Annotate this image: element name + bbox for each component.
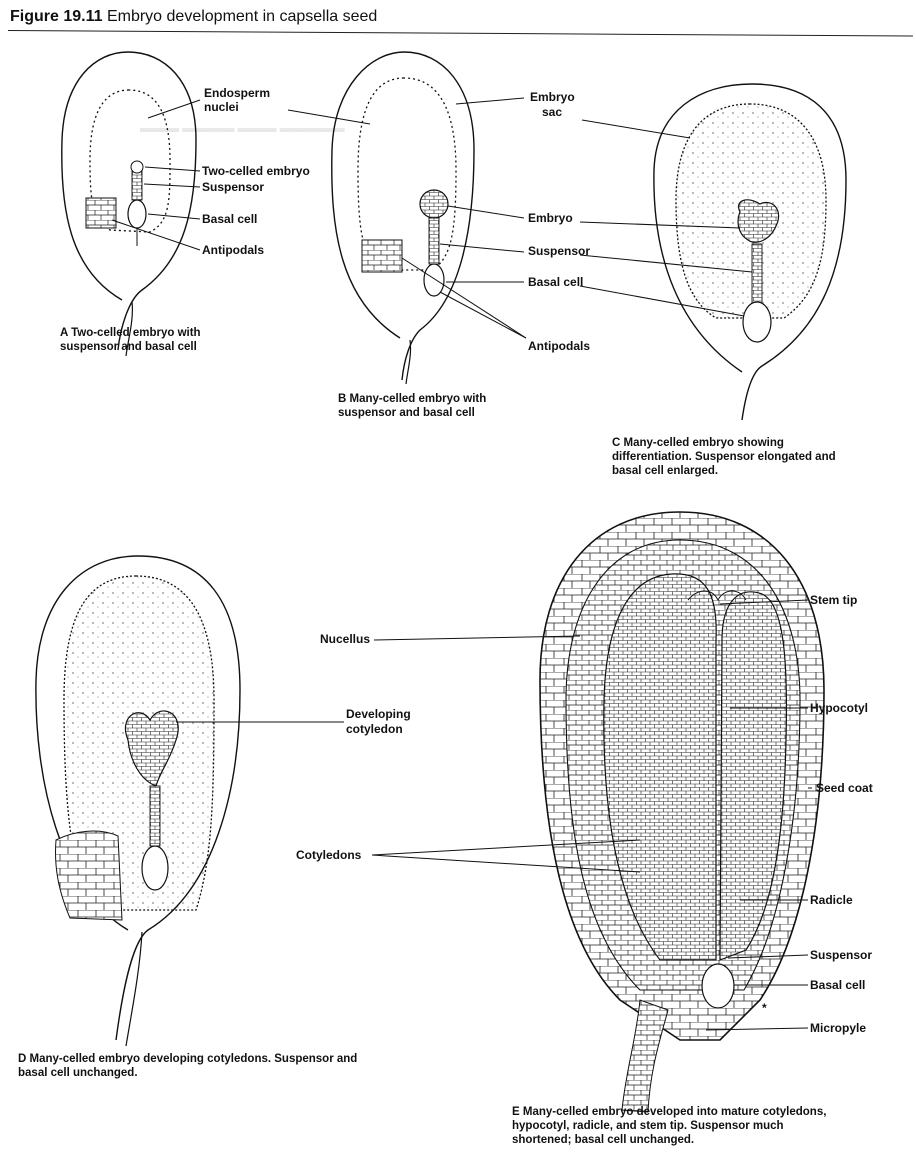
label-basal-cell-a: Basal cell	[202, 212, 257, 226]
label-suspensor-e: Suspensor	[810, 948, 872, 962]
label-antipodals-b: Antipodals	[528, 339, 590, 353]
caption-b-text: B Many-celled embryo with suspensor and …	[338, 392, 486, 420]
label-suspensor-b: Suspensor	[528, 244, 590, 258]
label-stem-tip: Stem tip	[810, 593, 857, 607]
stage-a-leaders	[112, 100, 200, 250]
label-embryo-b: Embryo	[528, 211, 573, 225]
label-developing: Developing	[346, 707, 411, 721]
label-suspensor-a: Suspensor	[202, 180, 264, 194]
label-hypocotyl: Hypocotyl	[810, 701, 868, 715]
stage-b-drawing	[332, 52, 474, 384]
stage-d-drawing	[36, 556, 240, 1046]
label-endosperm: Endosperm	[204, 86, 270, 100]
caption-b: B Many-celled embryo with suspensor and …	[338, 392, 486, 420]
label-seed-coat: Seed coat	[816, 781, 873, 795]
caption-a-text: A Two-celled embryo with suspensor and b…	[60, 326, 201, 354]
caption-e: E Many-celled embryo developed into matu…	[512, 1105, 826, 1147]
label-cotyledon: cotyledon	[346, 722, 403, 736]
stage-c-drawing	[654, 84, 846, 420]
caption-a: A Two-celled embryo with suspensor and b…	[60, 326, 201, 354]
caption-d: D Many-celled embryo developing cotyledo…	[18, 1052, 357, 1080]
label-antipodals-a: Antipodals	[202, 243, 264, 257]
stage-b-leaders	[288, 98, 526, 338]
label-micropyle: Micropyle	[810, 1021, 866, 1035]
label-asterisk: *	[762, 1001, 767, 1015]
label-basal-cell-e: Basal cell	[810, 978, 865, 992]
label-embryo-sac-1: Embryo	[530, 90, 575, 104]
label-two-celled-embryo: Two-celled embryo	[202, 164, 310, 178]
stage-e-drawing	[540, 512, 824, 1112]
label-basal-cell-b: Basal cell	[528, 275, 583, 289]
caption-d-text: D Many-celled embryo developing cotyledo…	[18, 1052, 357, 1080]
caption-c: C Many-celled embryo showing differentia…	[612, 436, 836, 478]
caption-e-text: E Many-celled embryo developed into matu…	[512, 1105, 826, 1147]
stage-a-drawing	[62, 52, 196, 356]
label-radicle: Radicle	[810, 893, 853, 907]
label-nucellus: Nucellus	[320, 632, 370, 646]
caption-c-text: C Many-celled embryo showing differentia…	[612, 436, 836, 478]
label-embryo-sac-2: sac	[542, 105, 562, 119]
label-nuclei: nuclei	[204, 100, 239, 114]
label-cotyledons: Cotyledons	[296, 848, 362, 862]
